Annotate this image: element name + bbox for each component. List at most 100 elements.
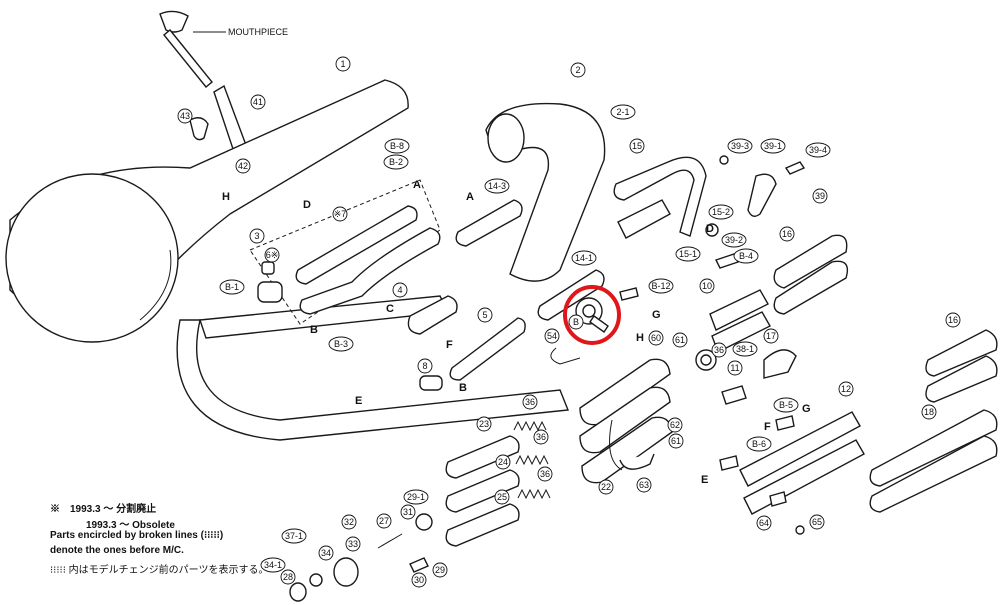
svg-text:32: 32 <box>344 517 354 527</box>
mouthpiece[interactable] <box>159 10 226 88</box>
callout-41: 41 <box>250 94 266 110</box>
slide-part-15[interactable] <box>613 156 707 239</box>
svg-text:36: 36 <box>540 469 550 479</box>
part-B-5[interactable] <box>775 415 795 431</box>
part-17[interactable] <box>763 349 797 379</box>
callout-28: 28 <box>280 569 296 585</box>
bell-part-1[interactable] <box>5 79 409 343</box>
ferrule-part-3[interactable] <box>257 281 283 303</box>
tube-part-5[interactable] <box>449 317 526 381</box>
svg-text:63: 63 <box>639 480 649 490</box>
callout-23: 23 <box>476 416 492 432</box>
svg-text:1: 1 <box>340 59 345 69</box>
part-39[interactable] <box>719 155 806 217</box>
svg-text:B-4: B-4 <box>739 251 753 261</box>
svg-text:61: 61 <box>675 335 685 345</box>
connection-letter-D: D <box>303 199 311 211</box>
tube-part-14-3[interactable] <box>455 199 523 247</box>
callout-2-1: 2-1 <box>610 104 636 120</box>
part-B-6[interactable] <box>719 455 739 471</box>
svg-text:B-2: B-2 <box>389 157 403 167</box>
callout-39: 39 <box>812 188 828 204</box>
callout-36: 36 <box>711 342 727 358</box>
valve-cap-part-29-1[interactable] <box>415 513 433 531</box>
svg-text:37-1: 37-1 <box>285 531 303 541</box>
tube-part-12[interactable] <box>739 411 865 515</box>
callout-30: 30 <box>411 572 427 588</box>
callout-15: 15 <box>629 138 645 154</box>
callout-5: 5 <box>477 307 493 323</box>
svg-text:14-3: 14-3 <box>488 181 506 191</box>
svg-text:8: 8 <box>422 361 427 371</box>
valve-part-30[interactable] <box>409 557 429 573</box>
svg-text:23: 23 <box>479 419 489 429</box>
part-39-2[interactable] <box>705 223 719 237</box>
callout-29: 29 <box>432 562 448 578</box>
slide-part-16-upper[interactable] <box>773 234 849 315</box>
part-11[interactable] <box>721 385 747 405</box>
part-64[interactable] <box>769 491 787 507</box>
svg-text:16: 16 <box>782 229 792 239</box>
connection-letter-H: H <box>636 332 644 344</box>
callout-31: 31 <box>400 504 416 520</box>
svg-text:2: 2 <box>575 65 580 75</box>
main-tubing-E[interactable] <box>176 295 569 441</box>
piston-part-23[interactable] <box>445 435 520 479</box>
callout-6※: 6※ <box>264 247 280 263</box>
tuning-slide-part-2[interactable] <box>485 102 606 282</box>
finger-button-part-37-1[interactable] <box>309 557 359 587</box>
svg-text:31: 31 <box>403 507 413 517</box>
slide-part-16-lower[interactable] <box>925 329 998 403</box>
svg-text:22: 22 <box>601 482 611 492</box>
part-54[interactable] <box>550 347 581 365</box>
part-38-1[interactable] <box>695 349 717 371</box>
part-B-4[interactable] <box>715 253 739 269</box>
valve-casing-part-22[interactable] <box>579 358 673 484</box>
pre-model-change-outline <box>249 179 441 325</box>
svg-text:4: 4 <box>397 285 402 295</box>
part-65[interactable] <box>795 525 805 535</box>
svg-text:62: 62 <box>670 420 680 430</box>
callout-43: 43 <box>177 108 193 124</box>
connection-letter-A: A <box>466 191 474 203</box>
svg-text:61: 61 <box>671 436 681 446</box>
part-43[interactable] <box>189 117 209 141</box>
piston-part-24[interactable] <box>445 469 520 513</box>
water-key-B-12[interactable] <box>575 297 609 333</box>
svg-text:B-6: B-6 <box>752 439 766 449</box>
part-B-12-screw[interactable] <box>619 287 639 301</box>
svg-text:17: 17 <box>766 331 776 341</box>
callout-65: 65 <box>809 514 825 530</box>
callout-24: 24 <box>495 454 511 470</box>
svg-text:11: 11 <box>730 363 739 373</box>
callout-B-8: B-8 <box>384 138 410 154</box>
callout-8: 8 <box>417 358 433 374</box>
note-encircled-line2: denote the ones before M/C. <box>50 545 184 556</box>
slide-part-18[interactable] <box>869 409 998 513</box>
finger-button-part-28[interactable] <box>289 582 307 602</box>
callout-15-2: 15-2 <box>708 204 734 220</box>
tube-part-C-F[interactable] <box>407 295 458 335</box>
svg-text:B-12: B-12 <box>651 281 670 291</box>
ferrule-part-8[interactable] <box>419 375 443 391</box>
ferrule-part-6[interactable] <box>261 261 275 275</box>
tube-part-4[interactable] <box>299 227 441 315</box>
callout-37-1: 37-1 <box>281 528 307 544</box>
svg-text:39-3: 39-3 <box>731 141 749 151</box>
callout-※7: ※7 <box>332 206 348 222</box>
connection-letter-H: H <box>222 191 230 203</box>
callout-15-1: 15-1 <box>675 246 701 262</box>
tube-part-7[interactable] <box>295 205 418 285</box>
valve-springs-part-36[interactable] <box>513 420 551 500</box>
svg-text:B: B <box>573 317 579 327</box>
callout-16: 16 <box>945 312 961 328</box>
callout-60: 60 <box>648 330 664 346</box>
callout-27: 27 <box>376 513 392 529</box>
callout-36: 36 <box>522 394 538 410</box>
stem-part-27[interactable] <box>377 533 403 549</box>
part-63[interactable] <box>619 453 655 470</box>
piston-part-25[interactable] <box>445 503 520 547</box>
svg-text:36: 36 <box>536 432 546 442</box>
svg-text:41: 41 <box>253 97 263 107</box>
highlight-circle <box>563 285 621 345</box>
